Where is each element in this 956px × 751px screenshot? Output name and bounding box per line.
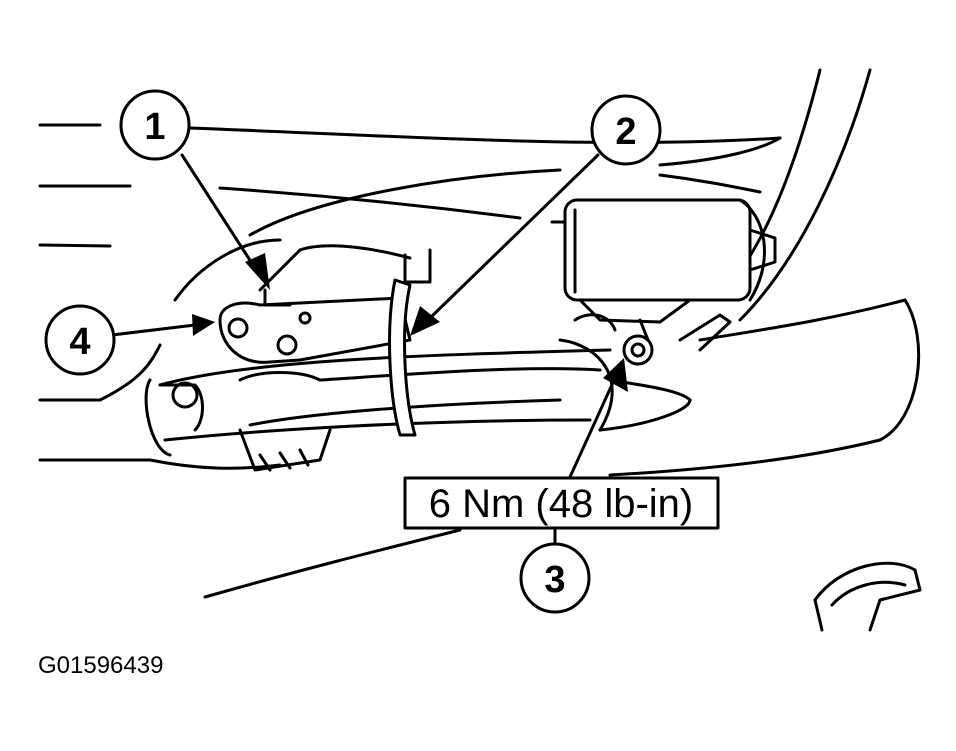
- callout-2-circle: [590, 94, 662, 166]
- callout-4-label: 4: [69, 321, 90, 363]
- figure-id: G01596439: [38, 652, 164, 679]
- callout-3-label: 3: [544, 559, 565, 601]
- torque-spec: 6 Nm (48 lb-in): [429, 482, 694, 526]
- trim-corner: [813, 561, 922, 632]
- wiring-harness: [144, 278, 692, 472]
- callout-1-circle: [119, 89, 191, 161]
- callout-2-label: 2: [615, 111, 636, 153]
- callout-1-label: 1: [144, 106, 165, 148]
- callout-4-circle: [44, 304, 116, 376]
- callout-3-circle: [519, 542, 591, 614]
- mounting-bracket: [218, 244, 432, 364]
- wiper-motor: [550, 198, 777, 366]
- leader-lines: [110, 153, 628, 547]
- torque-box: [403, 476, 720, 530]
